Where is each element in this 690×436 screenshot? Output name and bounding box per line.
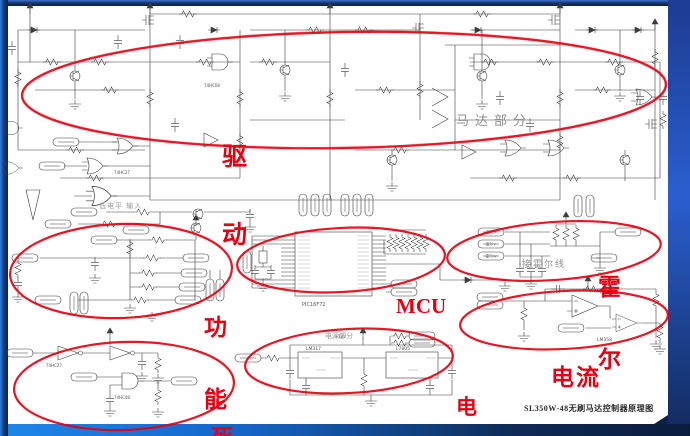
frame-edge-bottom xyxy=(0,424,690,436)
schematic-paper xyxy=(8,6,668,424)
frame-edge-left xyxy=(0,0,8,436)
frame-edge-right xyxy=(668,0,690,436)
frame-edge-top xyxy=(0,0,690,6)
